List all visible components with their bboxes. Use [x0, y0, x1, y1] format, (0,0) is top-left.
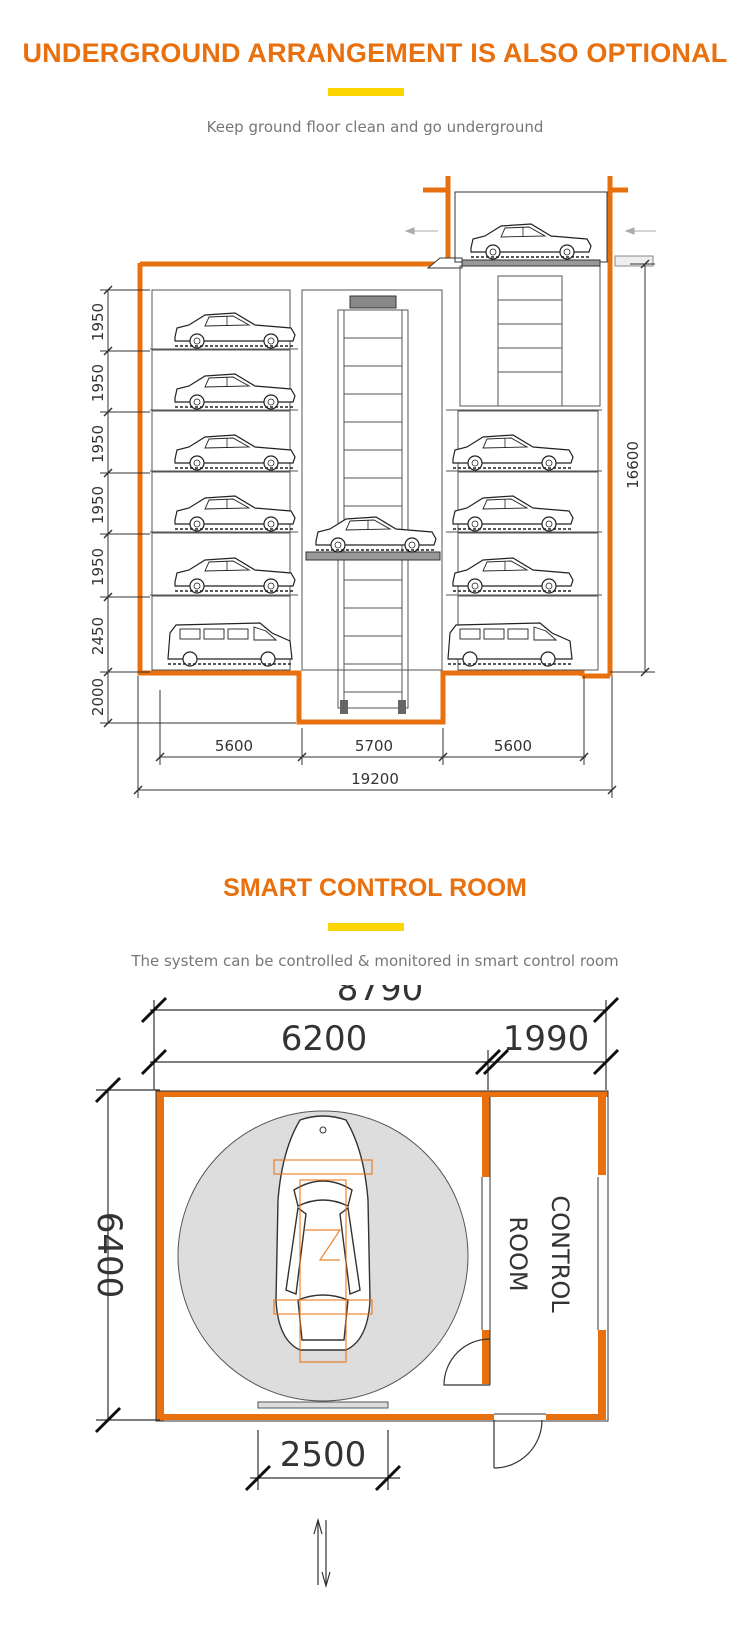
dim-bay-left: 5600	[215, 737, 253, 755]
dim-bay-right: 5600	[494, 737, 532, 755]
dim-total-height: 16600	[624, 441, 642, 489]
section-subtitle-control-room: The system can be controlled & monitored…	[131, 952, 619, 970]
dim-bay-center: 5700	[355, 737, 393, 755]
section-title-underground: UNDERGROUND ARRANGEMENT IS ALSO OPTIONAL	[22, 38, 728, 68]
dim-depth: 6400	[89, 1212, 129, 1299]
dim-control-width: 1990	[503, 1019, 590, 1059]
title-underline	[328, 88, 404, 96]
control-room-label-line1: CONTROL	[546, 1195, 574, 1313]
dim-door-width: 2500	[280, 1435, 367, 1475]
dim-total-width: 19200	[351, 770, 399, 788]
title-underline	[328, 923, 404, 931]
underground-parking-elevation-diagram: 1950 1950 1950 1950 1950 2450 2000 16600…	[89, 176, 656, 798]
dim-level-5: 1950	[89, 548, 107, 586]
dim-level-pit: 2000	[89, 678, 107, 716]
dim-level-3: 1950	[89, 425, 107, 463]
dim-level-2: 1950	[89, 364, 107, 402]
dim-total-width: 8790	[337, 985, 424, 1009]
dim-room-width: 6200	[281, 1019, 368, 1059]
section-subtitle-underground: Keep ground floor clean and go undergrou…	[206, 118, 544, 136]
dim-level-4: 1950	[89, 486, 107, 524]
dim-level-1: 1950	[89, 303, 107, 341]
control-room-label-line2: ROOM	[504, 1216, 532, 1291]
section-title-control-room: SMART CONTROL ROOM	[223, 874, 527, 902]
control-room-plan-diagram: 8790 6200 1990 6400 2500 CONTROL ROOM	[89, 985, 620, 1589]
dim-level-6: 2450	[89, 617, 107, 655]
building-outline	[137, 176, 628, 725]
car-top-view	[275, 1115, 371, 1351]
